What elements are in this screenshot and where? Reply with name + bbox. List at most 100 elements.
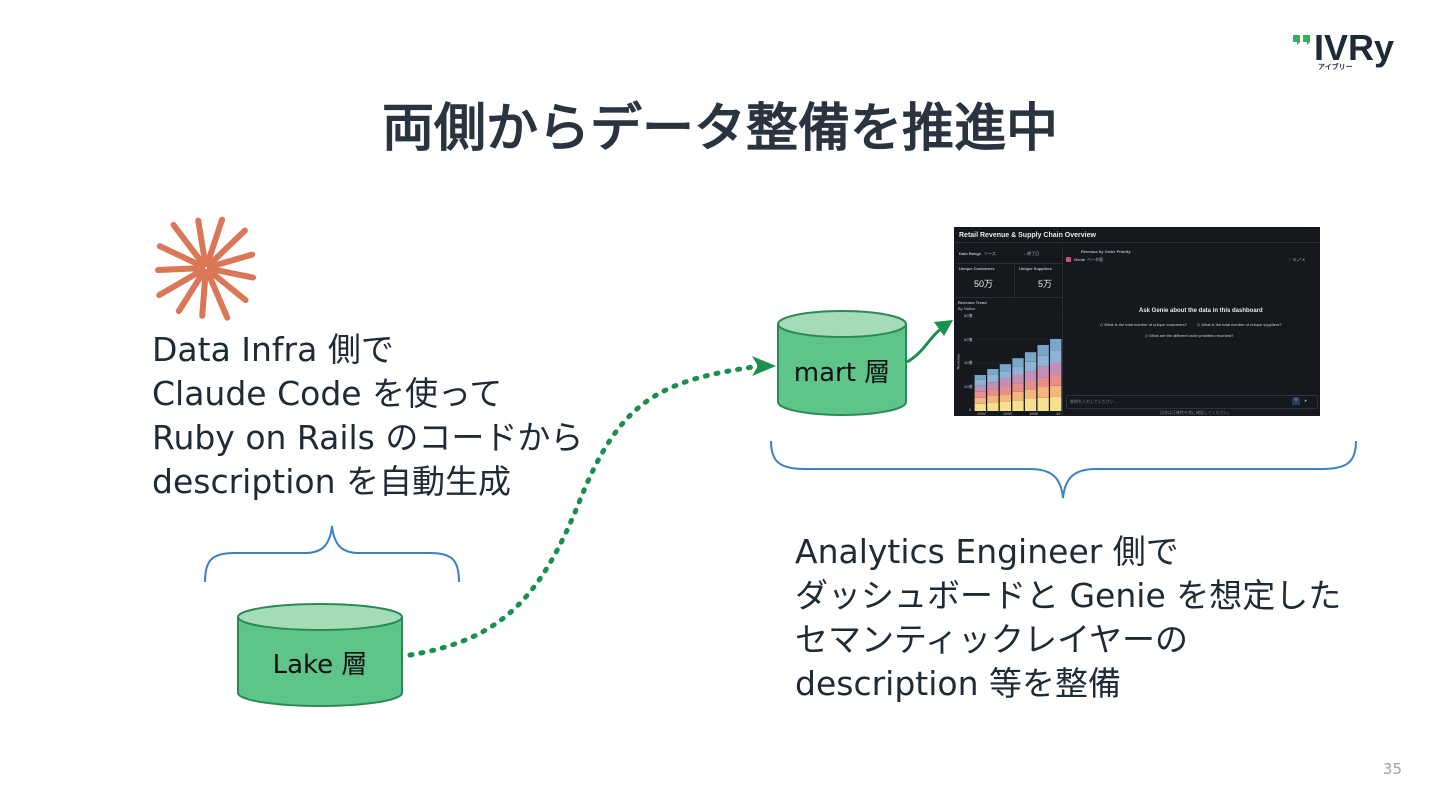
chart-bar-segment	[1012, 400, 1024, 411]
chart-bar-segment	[1050, 363, 1062, 375]
star-ray	[204, 268, 231, 321]
y-tick-0: 0	[969, 407, 972, 412]
chart-bar-segment	[1037, 377, 1049, 387]
left-panel-divider	[1062, 247, 1063, 416]
genie-beta-label: ベータ版	[1087, 257, 1103, 262]
chart-bar-segment	[1024, 381, 1037, 390]
question-3-text: What are the different order priorities …	[1149, 333, 1234, 338]
chart-bar-segment	[974, 397, 986, 404]
chart-bar-segment	[1037, 355, 1049, 367]
chart-bar-segment	[987, 389, 999, 396]
chart-bar-segment	[999, 371, 1012, 379]
chart-bar-segment	[1012, 366, 1024, 375]
chart-bar-segment	[987, 382, 999, 390]
star-ray	[156, 243, 206, 270]
question-1-text: What is the total number of unique custo…	[1104, 322, 1187, 327]
logo-kana: アイブリー	[1318, 63, 1353, 71]
lake-layer-label: Lake 層	[272, 650, 368, 680]
chart-bar-segment	[1024, 399, 1037, 411]
star-ray	[155, 265, 206, 273]
slide-number: 35	[1382, 760, 1402, 778]
chart-bar-segment	[1012, 391, 1024, 401]
dashboard-title: Retail Revenue & Supply Chain Overview	[959, 232, 1096, 239]
left-line-2: Claude Code を使って	[152, 374, 503, 413]
submit-icon[interactable]: Y	[1292, 397, 1300, 405]
chart-bar-segment	[974, 375, 986, 380]
chart-bar-segment	[1037, 387, 1049, 398]
mart-cylinder	[777, 310, 907, 416]
question-chip-2[interactable]: ◇ What is the total number of unique sup…	[1197, 322, 1282, 327]
chart-bar-segment	[1050, 339, 1062, 351]
chart-bar-segment	[1012, 358, 1024, 367]
kpi-suppliers-value: 5万	[1038, 279, 1053, 289]
star-ray	[175, 268, 207, 315]
claude-star-icon	[155, 216, 257, 321]
mart-to-dashboard-arrowhead	[934, 320, 953, 336]
question-chip-3[interactable]: ◇ What are the different order prioritie…	[1145, 333, 1234, 338]
chart-bar-segment	[1037, 366, 1049, 378]
kpi-divider	[1014, 263, 1015, 297]
chart-bar-segment	[1050, 396, 1062, 411]
chart-bar-segment	[1050, 385, 1062, 397]
date-range-label: Date Range	[959, 251, 982, 256]
chart-bar-segment	[1024, 361, 1037, 372]
x-tick-1992: 1992	[977, 411, 986, 416]
lake-cylinder	[237, 603, 403, 707]
star-ray	[206, 251, 256, 270]
trend-subtitle: By Nation	[958, 306, 976, 311]
x-tick-1996: 1996	[1029, 411, 1038, 416]
y-axis-label: Revenue	[955, 353, 961, 370]
genie-input-placeholder: 質問を入力してください...	[1070, 399, 1118, 404]
left-description: Data Infra 側で Claude Code を使って Ruby on R…	[152, 328, 583, 504]
logo-wordmark: IVRy	[1314, 27, 1395, 68]
y-tick-40: 40億	[964, 360, 973, 365]
star-ray	[156, 267, 206, 299]
trend-title: Revenue Trend	[958, 300, 987, 305]
send-icon[interactable]: ➤	[1304, 398, 1308, 403]
star-ray	[206, 267, 249, 304]
chart-bar-segment	[987, 402, 999, 411]
chart-bar-segment	[974, 379, 986, 386]
mart-layer-label: mart 層	[793, 358, 891, 388]
date-range-value[interactable]: → 終了日	[1022, 251, 1040, 256]
chart-bar-segment	[1037, 397, 1049, 411]
lake-brace	[204, 525, 460, 583]
chart-bar-segment	[999, 378, 1012, 387]
x-tick-1994: 1994	[1003, 411, 1012, 416]
kpi-bottom-border	[956, 297, 1062, 298]
genie-icon	[1066, 257, 1071, 262]
right-line-1: Analytics Engineer 側で	[795, 532, 1179, 571]
right-line-2: ダッシュボードと Genie を想定した	[795, 576, 1342, 615]
chart-bar-segment	[999, 387, 1012, 395]
left-line-1: Data Infra 側で	[152, 330, 394, 369]
star-ray	[170, 221, 207, 268]
ask-genie-title: Ask Genie about the data in this dashboa…	[1139, 308, 1263, 314]
chart-bar-segment	[1050, 351, 1062, 363]
star-ray	[206, 265, 257, 281]
slide-title: 両側からデータ整備を推進中	[381, 99, 1058, 159]
y-tick-20: 20億	[964, 384, 973, 389]
star-ray	[199, 268, 209, 319]
chart-bar-segment	[974, 403, 986, 411]
genie-footer-note: 回答は正確性を常に確認してください。	[1160, 410, 1232, 415]
kpi-customers-value: 50万	[974, 279, 994, 289]
chart-bar-segment	[999, 394, 1012, 402]
y-tick-60: 60億	[964, 337, 973, 342]
genie-input[interactable]	[1066, 395, 1318, 409]
left-line-3: Ruby on Rails のコードから	[152, 418, 584, 457]
right-description: Analytics Engineer 側で ダッシュボードと Genie を想定…	[795, 530, 1341, 706]
panel-actions-icon[interactable]: ⋮ ↻ ⤢ ✕	[1288, 257, 1306, 262]
dashboard-brace	[770, 440, 1357, 499]
chart-bar-segment	[974, 385, 986, 392]
chart-bar-segment	[1024, 371, 1037, 381]
left-line-4: description を自動生成	[152, 462, 511, 501]
logo-mark-icon	[1293, 35, 1310, 45]
date-range-source[interactable]: ソース	[984, 251, 996, 256]
chart-bar-segment	[999, 401, 1012, 411]
chart-bar-segment	[987, 369, 999, 375]
right-line-3: セマンティックレイヤーの	[795, 620, 1189, 659]
mart-to-dashboard-arrow	[906, 324, 946, 364]
chart-bar-segment	[987, 395, 999, 403]
question-chip-1[interactable]: ◇ What is the total number of unique cus…	[1100, 322, 1187, 327]
